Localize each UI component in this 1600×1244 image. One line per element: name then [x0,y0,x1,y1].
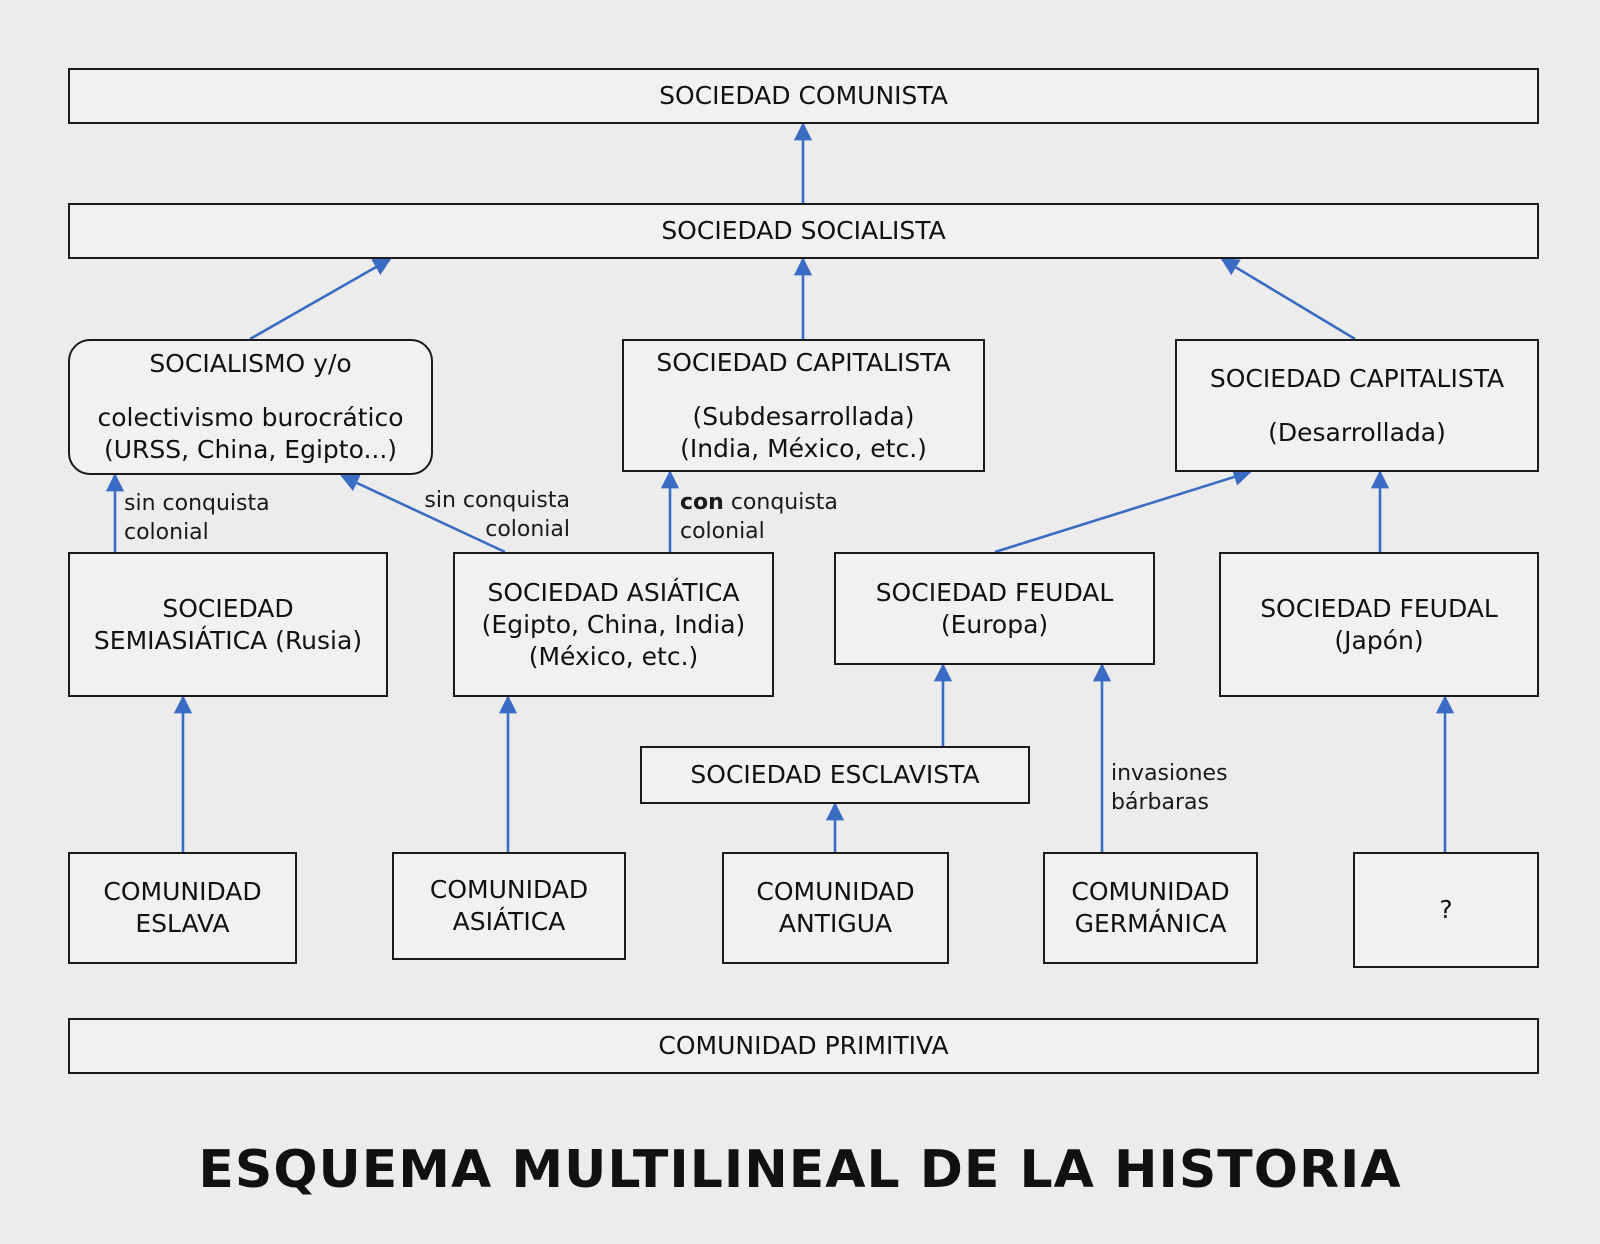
arrow-asiatica-to-socialismo [340,474,506,554]
page-title: ESQUEMA MULTILINEAL DE LA HISTORIA [198,1140,1402,1200]
node-text-line1: SOCIEDAD ASIÁTICA [487,577,740,607]
node-comunidad-eslava: COMUNIDAD ESLAVA [68,852,297,964]
node-text-line1: SOCIEDAD [162,593,294,623]
node-sociedad-capitalista-subdesarrollada: SOCIEDAD CAPITALISTA (Subdesarrollada) (… [622,339,985,472]
node-text-line2: (Japón) [1334,625,1424,655]
node-sociedad-semiasiatica: SOCIEDAD SEMIASIÁTICA (Rusia) [68,552,388,697]
node-comunidad-germanica: COMUNIDAD GERMÁNICA [1043,852,1258,964]
node-text-line2: ANTIGUA [778,909,893,938]
node-text: ? [1439,895,1453,924]
arrow-capitalista-des-to-socialista [1220,257,1356,341]
node-text-line1: SOCIALISMO y/o [149,349,352,378]
node-text-line1: COMUNIDAD [103,877,262,906]
node-sociedad-feudal-europa: SOCIEDAD FEUDAL (Europa) [834,552,1155,665]
edge-label-bold: con [680,490,724,515]
node-text-line1: SOCIEDAD FEUDAL [1260,593,1498,623]
node-comunidad-desconocida: ? [1353,852,1539,968]
node-text-line3: (México, etc.) [528,641,699,671]
node-text-line3: (URSS, China, Egipto...) [103,435,398,464]
arrow-socialismo-to-socialista [249,257,392,341]
node-text-line2: GERMÁNICA [1074,909,1227,938]
node-text-line2: ESLAVA [135,909,230,938]
node-text: COMUNIDAD PRIMITIVA [658,1031,949,1060]
node-comunidad-antigua: COMUNIDAD ANTIGUA [722,852,949,964]
node-text-line1: SOCIEDAD CAPITALISTA [1209,363,1505,393]
edge-label-line1: sin conquista [424,488,570,513]
node-text-line2: (Subdesarrollada) [692,401,915,431]
edge-label-rest: conquista [723,490,838,515]
edge-label-line2: colonial [124,519,209,545]
node-text: SOCIEDAD COMUNISTA [659,81,948,110]
node-text-line2: (Egipto, China, India) [481,609,746,639]
node-text-line1: SOCIEDAD FEUDAL [875,577,1114,607]
arrow-feudal-europa-to-capitalista-des [994,468,1252,554]
node-comunidad-primitiva: COMUNIDAD PRIMITIVA [68,1018,1539,1074]
node-sociedad-capitalista-desarrollada: SOCIEDAD CAPITALISTA (Desarrollada) [1175,339,1539,472]
node-sociedad-socialista: SOCIEDAD SOCIALISTA [68,203,1539,259]
edge-label-con-conquista: con conquista colonial [680,489,838,546]
node-text-line2: (Desarrollada) [1268,417,1446,447]
node-socialismo-burocratico: SOCIALISMO y/o colectivismo burocrático … [68,339,433,475]
node-sociedad-comunista: SOCIEDAD COMUNISTA [68,68,1539,124]
node-text-line1: SOCIEDAD CAPITALISTA [656,347,951,377]
edge-label-line2: bárbaras [1111,789,1209,815]
node-comunidad-asiatica: COMUNIDAD ASIÁTICA [392,852,626,960]
node-text-line1: COMUNIDAD [756,877,915,906]
edge-label-line2: colonial [680,518,765,544]
edge-label-line1: invasiones [1111,761,1228,786]
edge-label-invasiones-barbaras: invasiones bárbaras [1111,760,1228,817]
edge-label-sin-conquista-semiasiatica: sin conquista colonial [124,490,270,547]
node-text: SOCIEDAD SOCIALISTA [661,216,946,245]
node-text-line2: SEMIASIÁTICA (Rusia) [93,625,363,655]
node-text-line2: colectivismo burocrático [97,403,404,432]
edge-label-sin-conquista-asiatica: sin conquista colonial [420,487,570,544]
edge-label-line1: con conquista [680,489,838,518]
node-text-line2: ASIÁTICA [452,907,566,936]
node-text-line3: (India, México, etc.) [680,433,927,463]
edge-label-line2: colonial [485,516,570,542]
node-text: SOCIEDAD ESCLAVISTA [690,760,980,789]
node-text-line1: COMUNIDAD [1071,877,1230,906]
node-sociedad-esclavista: SOCIEDAD ESCLAVISTA [640,746,1030,804]
node-sociedad-asiatica: SOCIEDAD ASIÁTICA (Egipto, China, India)… [453,552,774,697]
node-sociedad-feudal-japon: SOCIEDAD FEUDAL (Japón) [1219,552,1539,697]
node-text-line2: (Europa) [940,609,1049,639]
node-text-line1: COMUNIDAD [429,875,589,904]
edge-label-line1: sin conquista [124,491,270,516]
